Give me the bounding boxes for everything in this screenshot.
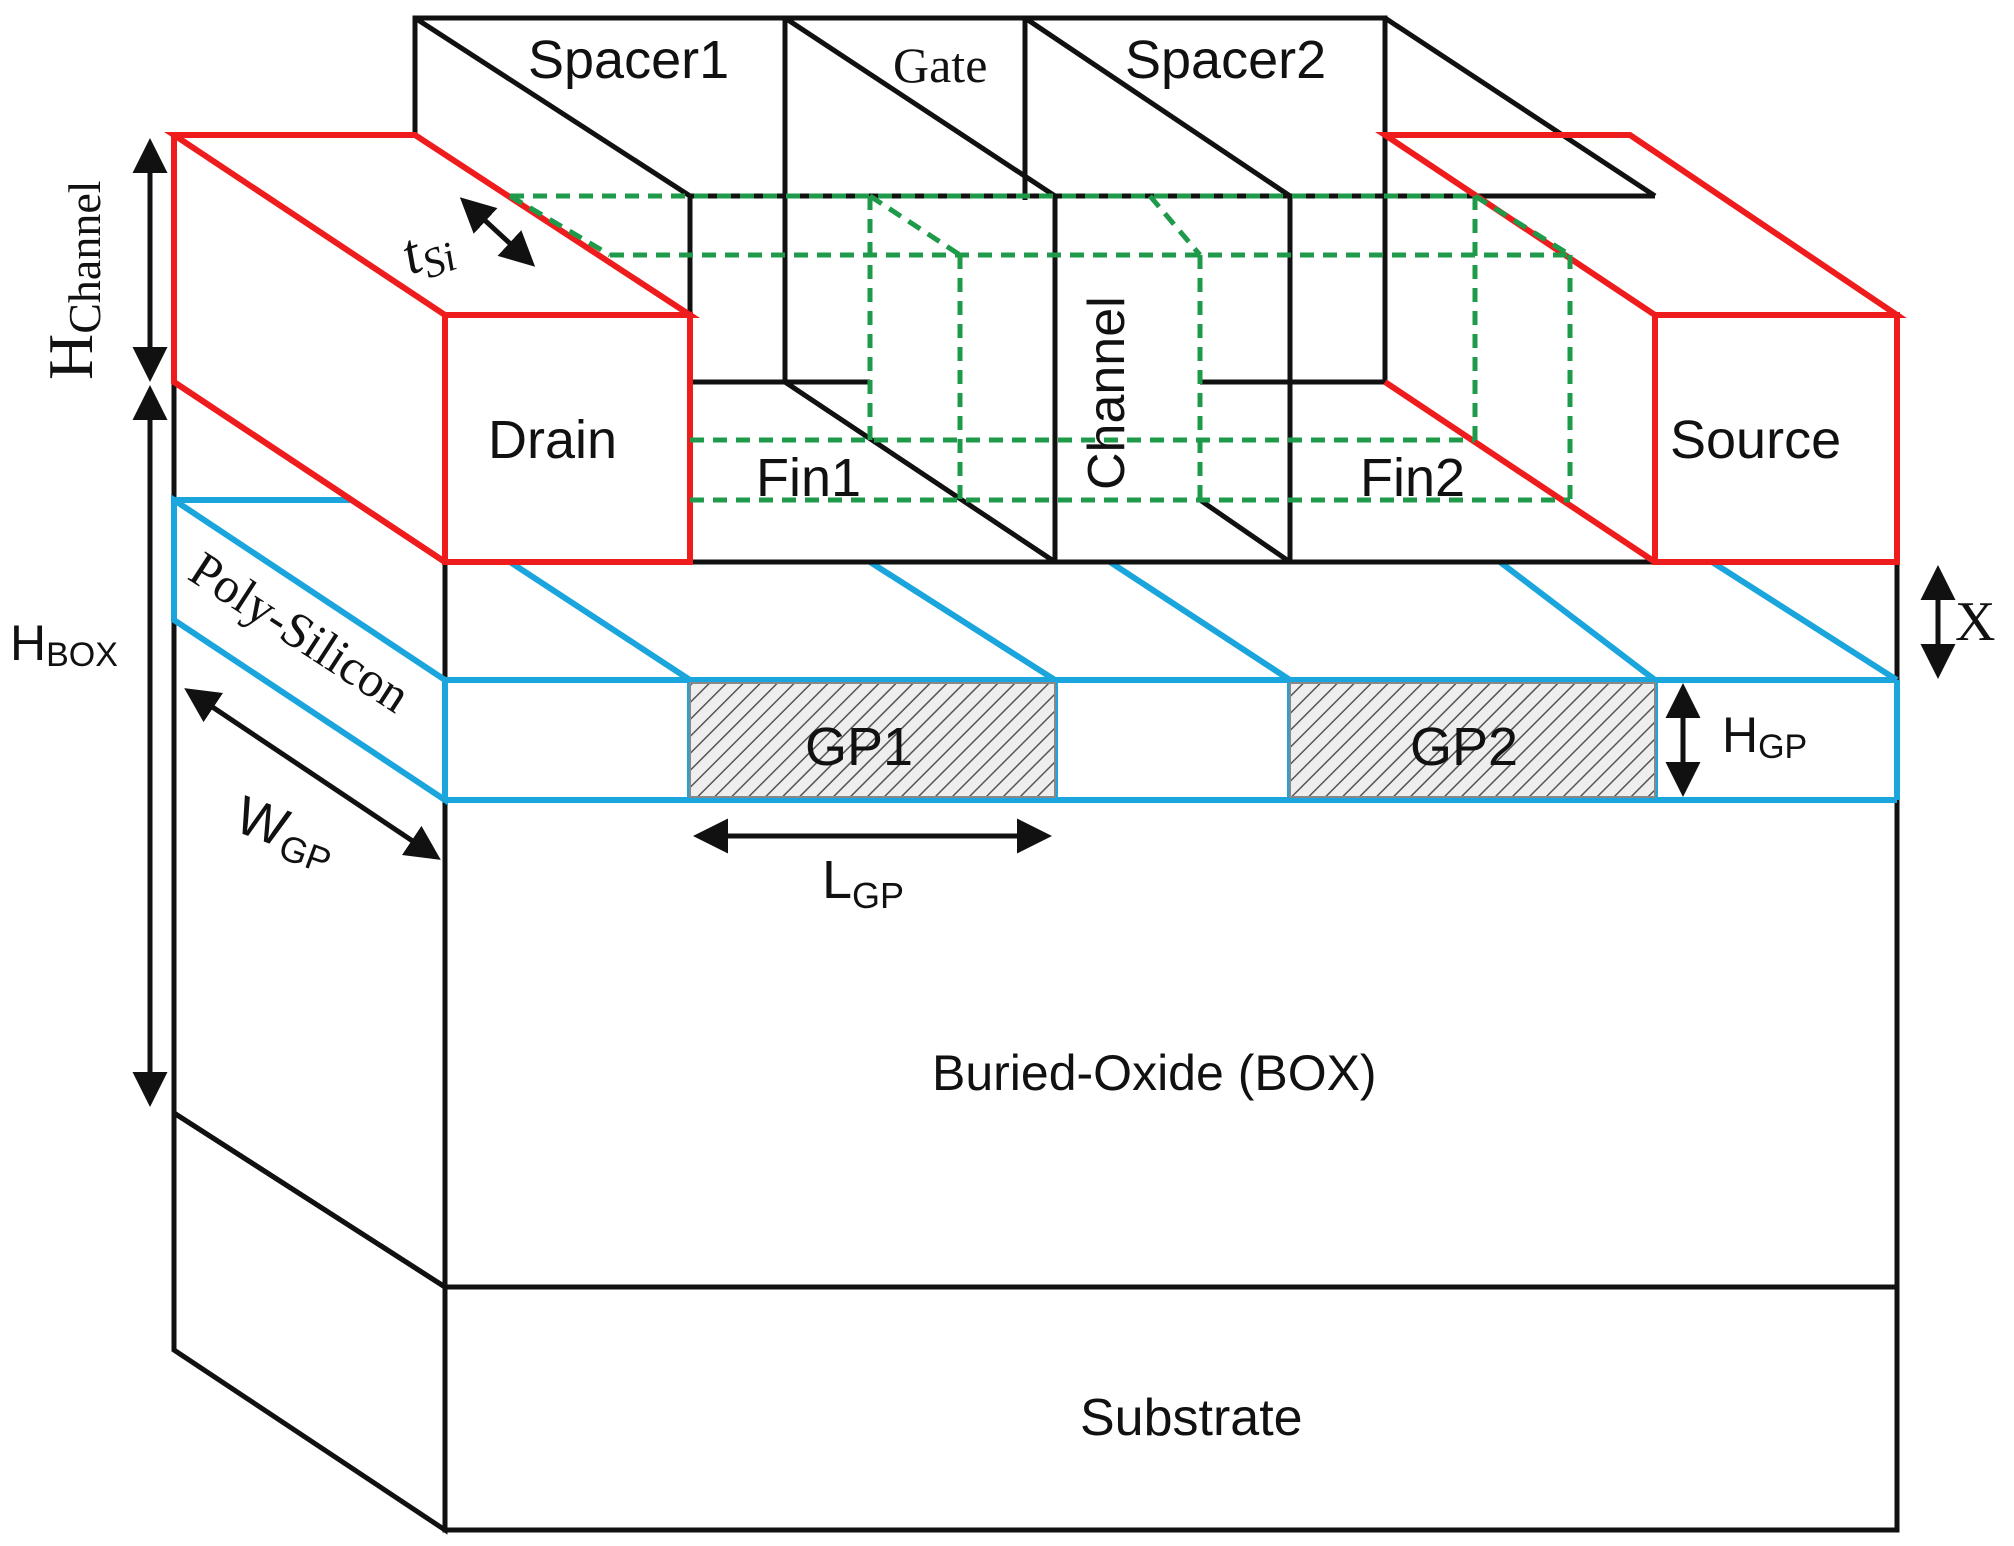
channel-label: Channel — [1078, 296, 1136, 490]
source-front — [1652, 312, 1900, 565]
w-gp-arrow — [184, 688, 441, 860]
t-si-arrow — [459, 197, 536, 267]
box-label: Buried-Oxide (BOX) — [932, 1045, 1377, 1101]
dimension-arrows — [132, 138, 1956, 1107]
h-box-label: HBOX — [10, 615, 118, 674]
l-gp-label: LGP — [822, 850, 904, 916]
gp1-region — [689, 682, 1056, 798]
source-top — [1375, 132, 1907, 318]
gate-stack — [412, 15, 1657, 565]
gate-label: Gate — [893, 37, 987, 93]
gp1-label: GP1 — [805, 717, 913, 777]
drain-block — [164, 132, 701, 565]
gp2-label: GP2 — [1410, 717, 1518, 777]
drain-label: Drain — [488, 410, 617, 470]
spacer1-label: Spacer1 — [528, 30, 729, 90]
substrate-side — [171, 1108, 448, 1535]
poly-silicon-label: Poly-Silicon — [180, 540, 420, 723]
h-gp-label: HGP — [1722, 707, 1807, 766]
substrate-block — [171, 1108, 1900, 1535]
x-label: X — [1955, 591, 1995, 653]
channel-outline — [508, 193, 1573, 503]
substrate-label: Substrate — [1080, 1389, 1303, 1447]
w-gp-label: WGP — [226, 785, 345, 882]
gp2-region — [1289, 682, 1656, 798]
spacer2-label: Spacer2 — [1125, 30, 1326, 90]
source-label: Source — [1670, 410, 1841, 470]
fin2-label: Fin2 — [1360, 448, 1465, 508]
h-channel-label: HChannel — [35, 180, 110, 380]
t-si-label: tSi — [392, 209, 462, 293]
box-front — [442, 559, 1900, 1290]
fin1-label: Fin1 — [756, 448, 861, 508]
